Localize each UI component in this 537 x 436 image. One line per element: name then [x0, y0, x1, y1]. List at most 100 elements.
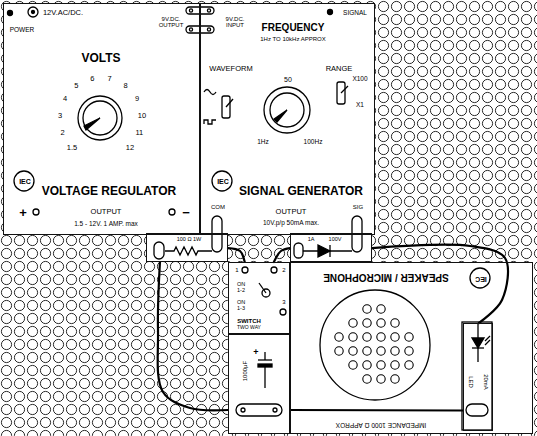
module-text: −: [182, 206, 190, 220]
grille-hole: [363, 319, 371, 327]
grille-hole: [363, 333, 371, 341]
module-text: 12: [126, 144, 134, 152]
module-text: 8: [123, 82, 127, 90]
wire: [274, 248, 290, 262]
led-module: LED 20mA: [463, 323, 493, 431]
grille-hole: [363, 305, 371, 313]
module-text: +: [19, 206, 27, 220]
module-text: IMPEDANCE 1000 Ω APPROX: [336, 422, 426, 429]
diode-module: 1A 100V: [290, 233, 372, 262]
grille-hole: [391, 319, 399, 327]
grille-hole: [349, 361, 357, 369]
module-text: 3: [58, 112, 62, 120]
module-text: X1: [356, 102, 364, 109]
grille-hole: [377, 347, 385, 355]
module-text: 6: [90, 75, 94, 83]
capacitor-module: 1000μF +: [228, 334, 290, 434]
module-text: POWER: [10, 27, 35, 34]
module-text: ON 1-2: [234, 282, 248, 294]
module-text: TWO WAY: [237, 325, 261, 330]
module-text: X100: [352, 76, 367, 83]
grille-hole: [377, 361, 385, 369]
grille-hole: [363, 347, 371, 355]
module-text: OUTPUT: [91, 208, 122, 216]
module-text: 100V: [329, 237, 342, 243]
grille-hole: [391, 333, 399, 341]
module-text: SPEAKER / MICROPHONE: [323, 272, 449, 283]
module-text: 20mA: [483, 374, 489, 390]
wire: [158, 262, 228, 410]
module-text: 5: [74, 82, 78, 90]
module-text: SIG: [353, 204, 363, 210]
module-text: IEC: [475, 275, 487, 282]
module-text: OUTPUT: [276, 208, 307, 216]
grille-hole: [405, 361, 413, 369]
module-text: IEC: [19, 178, 31, 185]
module-text: SIGNAL: [343, 10, 367, 17]
module-text: VOLTS: [81, 52, 120, 65]
module-text: RANGE: [326, 65, 353, 73]
module-text: ON 1-3: [234, 300, 248, 312]
module-text: +: [253, 348, 258, 357]
module-text: 1Hz: [257, 139, 269, 146]
module-text: 10: [138, 112, 146, 120]
module-text: 9: [135, 95, 139, 103]
grille-hole: [363, 361, 371, 369]
module-text: 2: [282, 267, 285, 273]
module-fittings: [8, 7, 493, 430]
module-text: 100 Ω 1W: [177, 237, 202, 243]
module-text: IEC: [217, 178, 229, 185]
voltage-regulator-module: POWER 12V.AC/DC. 9V.DC. OUTPUT VOLTS 1.52 3 45…: [3, 3, 200, 235]
module-text: 3: [282, 299, 285, 305]
switch-module: 1 2 ON 1-2 ON 1-3 3SWITCHTWO WAY: [228, 262, 290, 334]
module-text: 1A: [308, 237, 315, 243]
wire: [290, 409, 463, 412]
module-text: 100Hz: [304, 139, 323, 146]
grille-hole: [391, 361, 399, 369]
module-text: VOLTAGE REGULATOR: [42, 185, 176, 198]
module-text: 9V.DC. INPUT: [221, 16, 249, 29]
grille-hole: [349, 319, 357, 327]
module-text: COM: [211, 204, 225, 210]
module-text: 1000μF: [242, 361, 248, 381]
module-text: 4: [63, 95, 67, 103]
grille-hole: [377, 333, 385, 341]
speaker-microphone-module: SPEAKER / MICROPHONE IMPEDANCE 1000 Ω APP…: [290, 262, 533, 434]
module-text: 1.5: [67, 144, 77, 152]
module-text: SWITCH: [237, 318, 261, 324]
module-panels: [3, 3, 533, 434]
wire: [372, 245, 508, 323]
module-text: 11: [136, 129, 144, 137]
grille-hole: [377, 305, 385, 313]
grille-hole: [405, 333, 413, 341]
module-text: FREQUENCY: [262, 23, 325, 34]
module-text: 1Hz TO 10kHz APPROX: [260, 36, 325, 42]
module-text: LED: [468, 376, 474, 388]
resistor-module: 100 Ω 1W: [146, 233, 228, 262]
grille-hole: [349, 333, 357, 341]
module-text: 9V.DC. OUTPUT: [156, 16, 186, 29]
module-text: 50: [284, 76, 292, 83]
grille-hole: [335, 333, 343, 341]
module-text: 1: [235, 267, 238, 273]
module-text: SIGNAL GENERATOR: [239, 185, 363, 198]
grille-hole: [349, 347, 357, 355]
module-text: 2: [60, 129, 64, 137]
module-text: 7: [108, 75, 112, 83]
signal-generator-module: SIGNAL 9V.DC. INPUT FREQUENCY 1Hz TO 10kHz …: [200, 3, 375, 235]
grille-hole: [363, 375, 371, 383]
grille-hole: [377, 319, 385, 327]
module-text: WAVEFORM: [209, 65, 252, 73]
grille-hole: [405, 347, 413, 355]
grille-hole: [391, 375, 399, 383]
wire: [228, 248, 245, 262]
module-text: 1.5 - 12V. 1 AMP. max: [74, 221, 138, 228]
grille-hole: [377, 375, 385, 383]
module-text: 12V.AC/DC.: [43, 9, 83, 17]
grille-hole: [335, 347, 343, 355]
